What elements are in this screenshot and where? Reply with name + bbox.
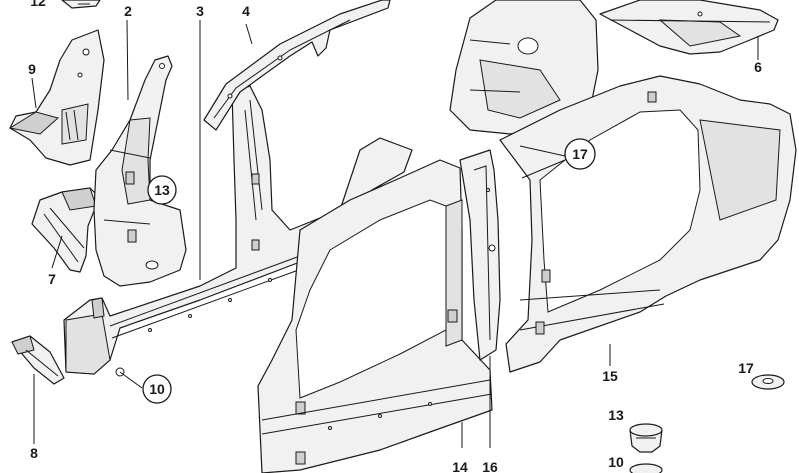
callout-3: 3	[196, 3, 204, 19]
callout-13-circled: 13	[147, 175, 177, 205]
callout-10-label: 10	[149, 381, 165, 397]
callout-9: 9	[28, 61, 36, 77]
callout-17: 17	[738, 360, 754, 376]
callout-17-label: 17	[572, 146, 588, 162]
callout-17-circled: 17	[564, 138, 596, 170]
callout-12: 12	[30, 0, 46, 9]
callout-13: 13	[608, 407, 624, 423]
part-7-drawing	[31, 187, 99, 273]
part-14-drawing	[257, 159, 493, 473]
callout-15: 15	[602, 368, 618, 384]
callout-2: 2	[124, 3, 132, 19]
callout-16: 16	[482, 459, 498, 473]
leader-lines	[31, 3, 759, 448]
callout-8: 8	[30, 445, 38, 461]
callout-10: 10	[608, 454, 624, 470]
part-4-drawing	[203, 0, 391, 131]
part-10-cap-drawing	[629, 463, 663, 473]
callout-10-circled: 10	[142, 374, 172, 404]
callout-4: 4	[242, 3, 250, 19]
part-2-drawing	[93, 55, 187, 287]
callout-14: 14	[452, 459, 468, 473]
callout-13-label: 13	[154, 182, 170, 198]
callout-7: 7	[48, 271, 56, 287]
part-16-drawing	[459, 149, 501, 361]
part-13-plug-drawing	[629, 423, 663, 453]
part-8-drawing	[11, 335, 65, 385]
callout-1: 1	[452, 0, 460, 1]
part-9-drawing	[8, 29, 105, 166]
callout-6: 6	[754, 59, 762, 75]
part-15-drawing	[499, 75, 797, 373]
part-6-drawing	[599, 0, 779, 55]
part-17-washer-drawing	[751, 374, 785, 390]
